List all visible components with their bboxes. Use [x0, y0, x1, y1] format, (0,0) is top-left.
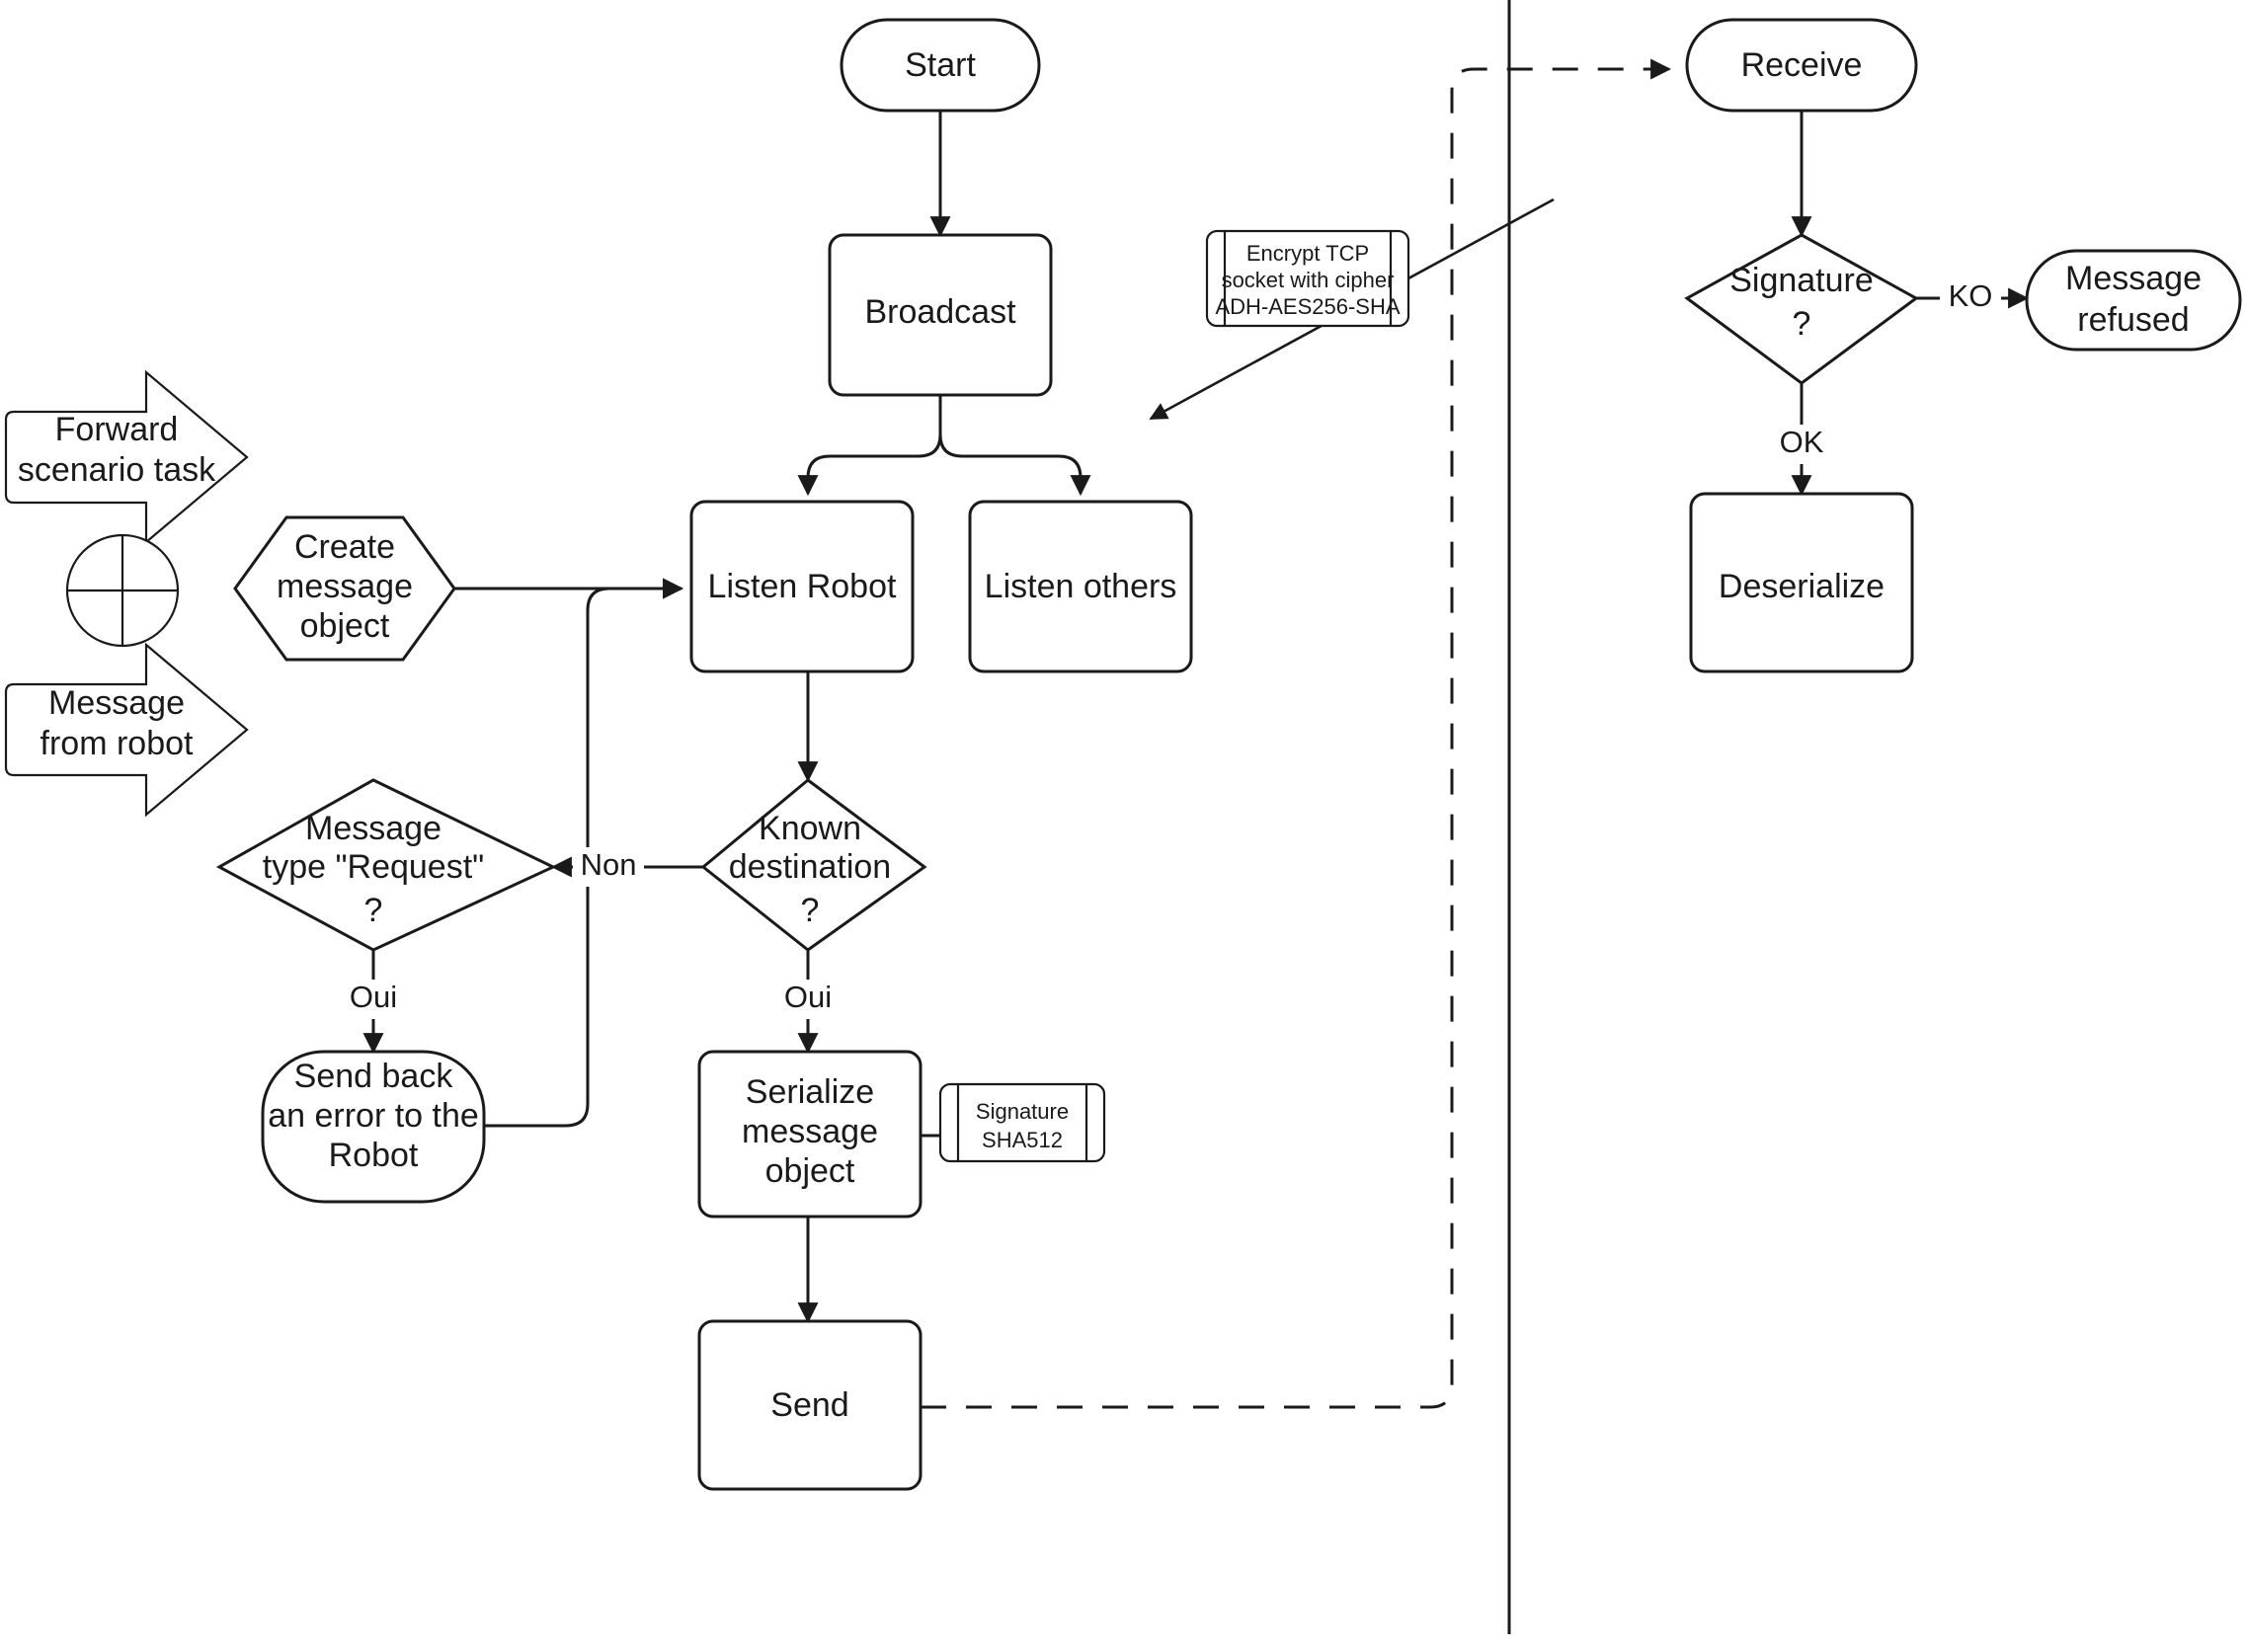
node-create-message-line2: message — [277, 568, 413, 605]
input-forward-scenario-task[interactable]: Forward scenario task — [4, 369, 249, 545]
input-forward-scenario-line2: scenario task — [18, 451, 216, 489]
edge-label-ko: KO — [1940, 278, 2001, 318]
node-create-message-object[interactable]: Create message object — [233, 515, 456, 662]
note-signature-sha512[interactable]: Signature SHA512 — [938, 1082, 1106, 1163]
edge-label-ok: OK — [1768, 425, 1835, 464]
node-receive-label: Receive — [1741, 46, 1863, 84]
note-encrypt-line1: Encrypt TCP — [1246, 241, 1369, 266]
input-message-from-robot-line1: Message — [48, 684, 185, 722]
node-serialize-line1: Serialize — [746, 1073, 874, 1111]
node-send-label: Send — [770, 1386, 848, 1424]
node-start-label: Start — [905, 46, 976, 84]
node-send-back-error-line2: an error to the — [268, 1097, 479, 1135]
edge-label-non-text: Non — [581, 847, 637, 882]
edge-broadcast-to-listen-others — [938, 395, 1091, 497]
node-create-message-line3: object — [300, 607, 390, 645]
node-known-destination-line1: Known — [759, 810, 861, 847]
node-serialize-line2: message — [742, 1113, 878, 1150]
node-send-back-error-line1: Send back — [294, 1058, 454, 1095]
node-listen-robot-label: Listen Robot — [708, 568, 897, 605]
note-signature-line2: SHA512 — [982, 1128, 1063, 1152]
edge-label-ok-text: OK — [1780, 425, 1824, 459]
node-message-type-line1: Message — [305, 810, 441, 847]
node-serialize-message-object[interactable]: Serialize message object — [697, 1050, 923, 1219]
node-send[interactable]: Send — [697, 1319, 923, 1491]
node-known-destination-line3: ? — [801, 892, 820, 929]
node-message-type-line2: type "Request" — [263, 848, 485, 886]
node-listen-others[interactable]: Listen others — [968, 500, 1193, 673]
edge-label-non: Non — [573, 847, 644, 887]
node-start[interactable]: Start — [840, 18, 1041, 113]
node-message-refused[interactable]: Message refused — [2025, 249, 2242, 352]
edge-label-oui-right: Oui — [772, 980, 843, 1019]
edge-label-oui-left-text: Oui — [350, 980, 397, 1014]
node-message-type-line3: ? — [364, 892, 383, 929]
node-message-refused-line1: Message — [2065, 260, 2202, 297]
node-serialize-line3: object — [765, 1152, 855, 1190]
input-forward-scenario-line1: Forward — [55, 411, 179, 448]
edge-label-ko-text: KO — [1949, 278, 1993, 313]
note-encrypt-tcp[interactable]: Encrypt TCP socket with cipher ADH-AES25… — [1205, 229, 1410, 328]
node-broadcast-label: Broadcast — [864, 293, 1016, 331]
node-signature-line1: Signature — [1729, 262, 1874, 299]
node-listen-robot[interactable]: Listen Robot — [689, 500, 915, 673]
node-known-destination[interactable]: Known destination ? — [700, 778, 927, 952]
node-message-refused-line2: refused — [2077, 301, 2189, 339]
node-known-destination-line2: destination — [729, 848, 891, 886]
node-message-type-request[interactable]: Message type "Request" ? — [215, 778, 557, 952]
node-broadcast[interactable]: Broadcast — [828, 233, 1053, 397]
node-send-back-error[interactable]: Send back an error to the Robot — [261, 1050, 486, 1204]
or-junction-icon — [65, 533, 180, 648]
input-message-from-robot[interactable]: Message from robot — [4, 642, 249, 818]
node-listen-others-label: Listen others — [985, 568, 1177, 605]
node-receive[interactable]: Receive — [1685, 18, 1918, 113]
node-create-message-line1: Create — [294, 528, 395, 566]
node-deserialize[interactable]: Deserialize — [1689, 492, 1914, 673]
edge-send-to-receive-dashed — [921, 58, 1672, 1409]
note-encrypt-line2: socket with cipher — [1222, 268, 1395, 292]
node-deserialize-label: Deserialize — [1719, 568, 1885, 605]
edge-label-oui-left: Oui — [338, 980, 409, 1019]
node-send-back-error-line3: Robot — [329, 1137, 419, 1174]
input-message-from-robot-line2: from robot — [40, 725, 194, 762]
note-encrypt-line3: ADH-AES256-SHA — [1215, 294, 1400, 319]
note-signature-line1: Signature — [976, 1099, 1069, 1124]
edge-label-oui-right-text: Oui — [784, 980, 832, 1014]
edge-broadcast-to-listen-robot — [797, 395, 942, 497]
node-signature-line2: ? — [1793, 305, 1811, 343]
node-signature-check[interactable]: Signature ? — [1684, 233, 1919, 385]
